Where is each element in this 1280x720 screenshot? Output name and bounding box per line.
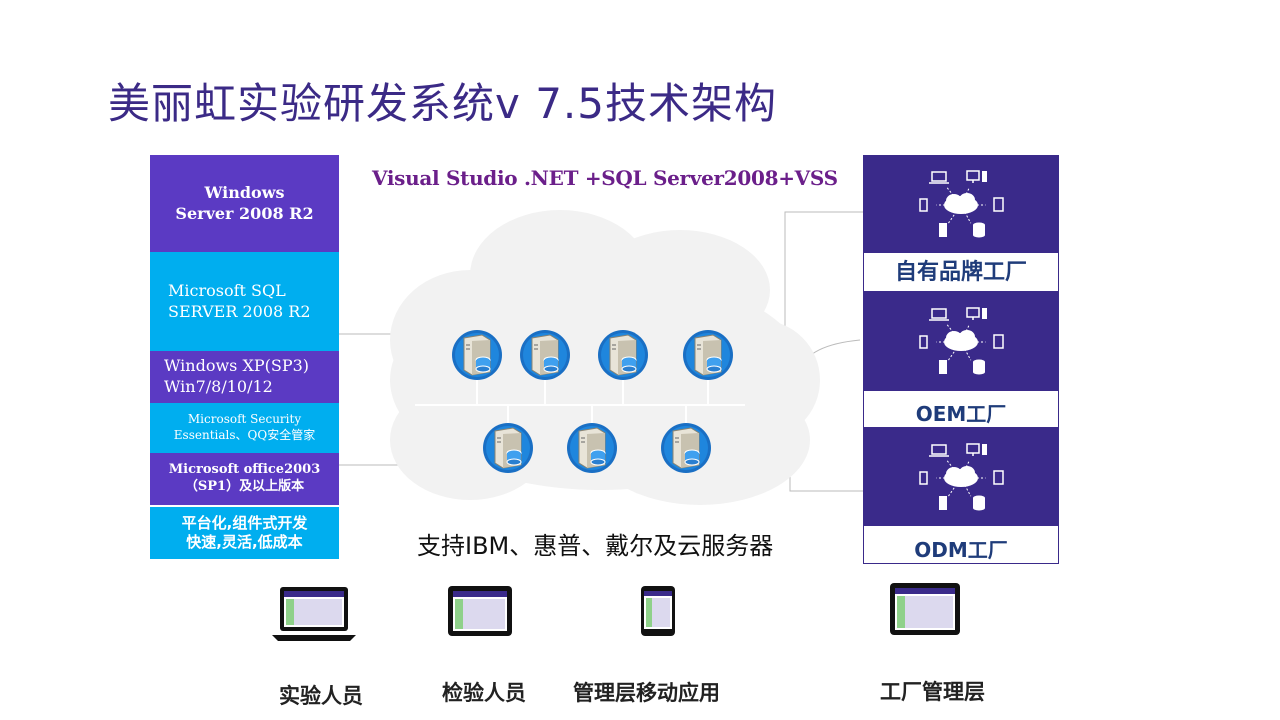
stack-office: Microsoft office2003 （SP1）及以上版本 <box>150 453 339 505</box>
server-icon <box>661 423 711 473</box>
phone-icon <box>641 586 675 636</box>
stack-windows-server: Windows Server 2008 R2 <box>150 155 339 252</box>
stack-line: 快速,灵活,低成本 <box>186 533 303 551</box>
network-devices-icon <box>919 307 1004 375</box>
laptop-icon <box>272 587 356 641</box>
stack-line: Essentials、QQ安全管家 <box>173 428 316 442</box>
tablet-icon <box>448 586 512 636</box>
server-group <box>452 330 733 473</box>
stack-line: Microsoft office2003 <box>168 462 321 478</box>
stack-line: SERVER 2008 R2 <box>168 301 311 321</box>
factory-label-own-brand: 自有品牌工厂 <box>863 252 1059 292</box>
stack-sql-server: Microsoft SQL SERVER 2008 R2 <box>150 252 339 351</box>
server-icon <box>567 423 617 473</box>
tablet-icon <box>890 583 960 635</box>
factory-label-odm: ODM工厂 <box>863 525 1059 564</box>
server-icon <box>598 330 648 380</box>
stack-platform: 平台化,组件式开发 快速,灵活,低成本 <box>150 507 339 559</box>
stack-line: 平台化,组件式开发 <box>181 513 308 532</box>
network-devices-icon <box>919 443 1004 511</box>
stack-line: Windows <box>204 182 285 202</box>
server-icon <box>683 330 733 380</box>
server-icon <box>520 330 570 380</box>
client-label-factory-management: 工厂管理层 <box>880 680 985 704</box>
server-icon <box>452 330 502 380</box>
page-title: 美丽虹实验研发系统v 7.5技术架构 <box>108 79 778 128</box>
factory-network-1 <box>863 155 1059 252</box>
stack-line: Windows XP(SP3) <box>164 356 309 376</box>
stack-line: Microsoft Security <box>187 412 302 427</box>
tech-subtitle: Visual Studio .NET +SQL Server2008+VSS <box>372 166 838 190</box>
network-bus <box>415 380 745 425</box>
server-icon <box>483 423 533 473</box>
stack-line: Microsoft SQL <box>168 280 286 300</box>
stack-line: Server 2008 R2 <box>175 203 314 223</box>
stack-windows-client: Windows XP(SP3) Win7/8/10/12 <box>150 351 339 403</box>
client-label-lab-staff: 实验人员 <box>279 684 363 708</box>
stack-security: Microsoft Security Essentials、QQ安全管家 <box>150 403 339 453</box>
stack-line: Win7/8/10/12 <box>164 377 273 396</box>
factory-network-2 <box>863 292 1059 390</box>
stack-line: （SP1）及以上版本 <box>184 479 305 494</box>
client-label-inspection-staff: 检验人员 <box>442 681 526 705</box>
server-support-label: 支持IBM、惠普、戴尔及云服务器 <box>417 532 774 560</box>
factory-label-oem: OEM工厂 <box>863 390 1059 428</box>
network-devices-icon <box>919 170 1004 238</box>
factory-network-3 <box>863 428 1059 525</box>
client-label-mobile-management: 管理层移动应用 <box>573 681 720 705</box>
